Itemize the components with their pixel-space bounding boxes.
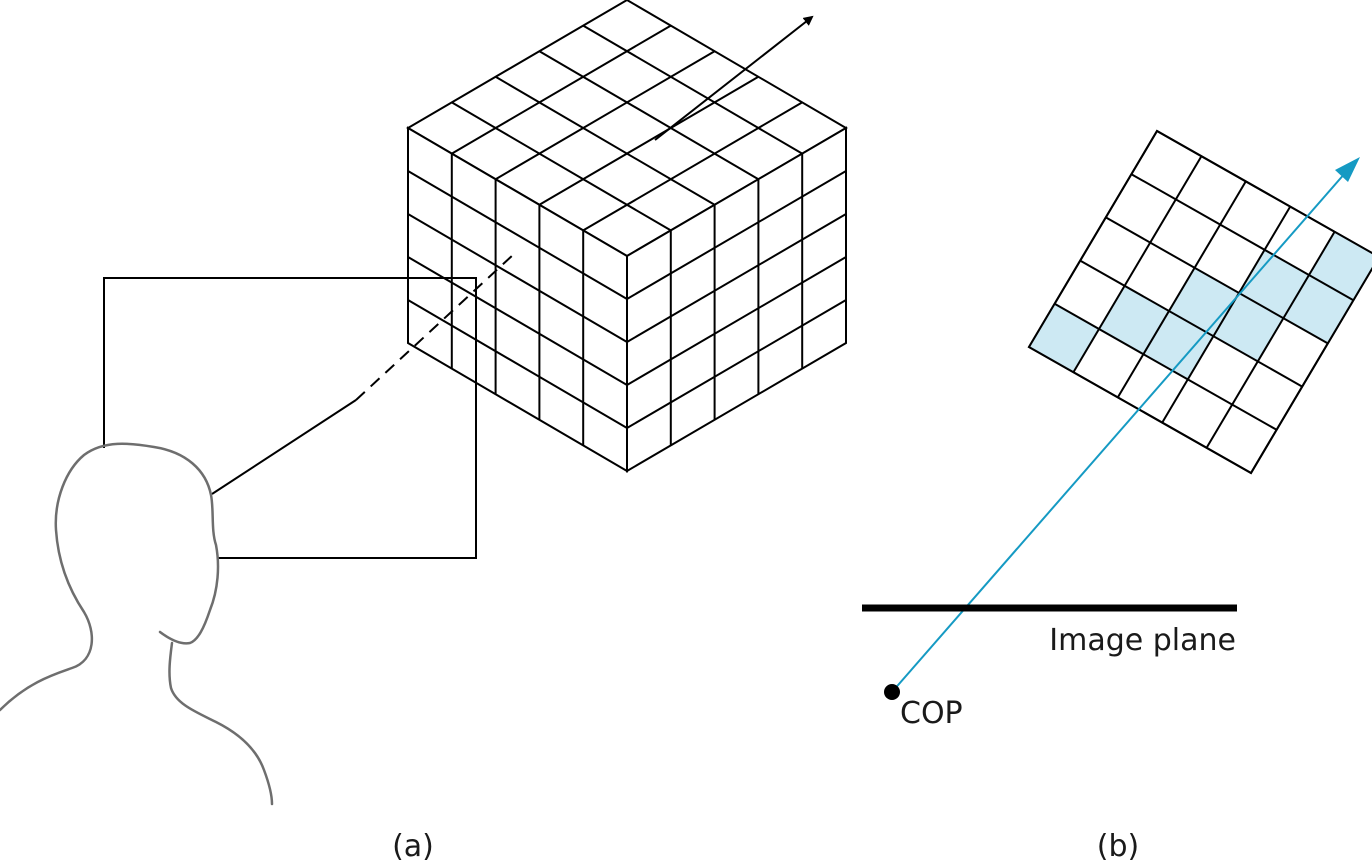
image-screen-frame <box>103 277 477 559</box>
slice-gridline <box>1105 216 1329 345</box>
cube-right-gridline <box>626 170 847 300</box>
cube-right-gridline <box>626 299 847 429</box>
slice-gridline <box>1116 180 1247 398</box>
slice-highlighted-cell <box>1143 311 1214 380</box>
cop-point <box>884 684 900 700</box>
cast-ray-arrowhead <box>1335 157 1360 182</box>
cube-top-gridline <box>538 75 759 206</box>
cube-top-gridline <box>451 24 672 155</box>
cube-right-gridline <box>626 213 847 343</box>
slice-gridline <box>1205 231 1336 449</box>
cube-top-gridline <box>538 50 759 181</box>
slice-gridline <box>1054 302 1278 431</box>
slice-highlighted-cell <box>1099 285 1169 355</box>
cube-top-gridline <box>582 24 803 155</box>
slice-highlighted-cell <box>1213 293 1284 362</box>
panel-b: Image plane COP (b) <box>862 129 1372 864</box>
panel-a: (a) <box>0 0 848 864</box>
head-silhouette <box>0 442 274 806</box>
slice-gridline <box>1079 259 1303 388</box>
voxel-cube <box>406 0 848 473</box>
cube-left-gridline <box>407 299 628 429</box>
exit-ray-arrow <box>654 15 814 141</box>
slice-gridline <box>1161 206 1292 424</box>
caption-b: (b) <box>1097 829 1139 864</box>
cube-top-gridline <box>582 101 803 232</box>
slice-highlighted-cell <box>1283 275 1354 344</box>
caption-a: (a) <box>392 829 434 864</box>
voxel-slice-grid <box>1027 129 1372 475</box>
view-ray-dashed <box>355 253 515 401</box>
cube-left-gridline <box>407 170 628 300</box>
cube-top-gridline <box>495 50 716 181</box>
cube-left-gridline <box>407 213 628 343</box>
view-ray-solid <box>211 399 357 495</box>
slice-highlighted-cell <box>1239 249 1309 319</box>
slice-highlighted-cell <box>1169 267 1239 337</box>
cop-label: COP <box>900 696 963 731</box>
cube-right-gridline <box>626 256 847 386</box>
slice-highlighted-cell <box>1029 303 1099 373</box>
slice-gridline <box>1072 155 1203 373</box>
image-plane-label: Image plane <box>1049 623 1236 658</box>
cube-top-gridline <box>495 75 716 206</box>
slice-gridline <box>1130 173 1354 302</box>
slice-border <box>1027 129 1372 475</box>
cube-top-gridline <box>451 101 672 232</box>
